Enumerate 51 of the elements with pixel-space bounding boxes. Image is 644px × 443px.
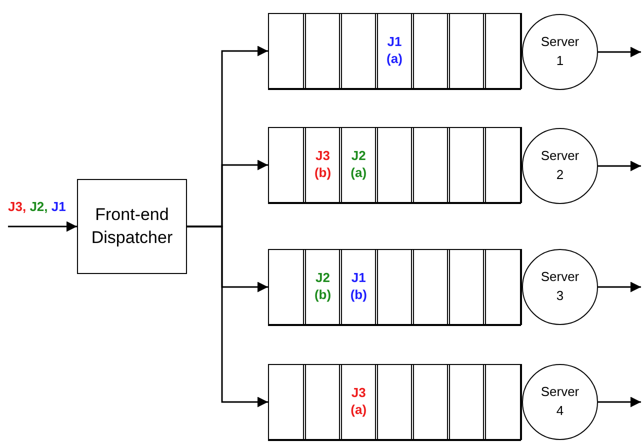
empty-queue-slot <box>268 364 306 440</box>
queue-box <box>268 13 522 89</box>
queue-slot <box>303 126 342 204</box>
empty-queue-slot <box>446 364 486 440</box>
queue-slot <box>339 248 378 326</box>
server-label: Server 3 <box>540 268 580 305</box>
empty-queue-slot <box>410 248 450 326</box>
empty-queue-slot <box>446 12 486 90</box>
queue-box <box>268 364 522 440</box>
empty-queue-slot <box>446 248 486 326</box>
queue-slot <box>303 248 342 326</box>
empty-queue-slot <box>375 248 414 326</box>
empty-queue-slot <box>375 126 414 204</box>
arrow <box>8 221 77 232</box>
process-box <box>77 179 187 274</box>
empty-queue-slot <box>303 364 342 440</box>
server-label: Server 1 <box>540 33 580 70</box>
arrow <box>598 282 641 292</box>
server-label: Server 4 <box>540 383 580 420</box>
empty-queue-slot <box>410 126 450 204</box>
edge-label: J3, J2, J1 <box>8 199 66 214</box>
job-label: J3 (b) <box>314 148 332 182</box>
queue-slot <box>339 364 378 440</box>
arrow <box>598 160 641 172</box>
empty-queue-slot <box>339 12 378 90</box>
empty-queue-slot <box>410 12 450 90</box>
empty-queue-slot <box>482 364 522 440</box>
job-label: J1 (a) <box>386 34 402 68</box>
empty-queue-slot <box>303 12 342 90</box>
job-label: J1 (b) <box>350 270 367 304</box>
server-label: Server 2 <box>540 147 580 184</box>
empty-queue-slot <box>482 248 522 326</box>
process-label: Front-end Dispatcher <box>90 204 174 248</box>
empty-queue-slot <box>268 12 306 90</box>
arrow <box>598 396 641 408</box>
empty-queue-slot <box>268 248 306 326</box>
empty-queue-slot <box>482 126 522 204</box>
arrow <box>598 46 641 58</box>
empty-queue-slot <box>482 12 522 90</box>
queue-box <box>268 249 522 325</box>
job-label: J2 (b) <box>314 270 332 304</box>
job-label: J2 (a) <box>350 148 367 182</box>
job-label: J3 (a) <box>350 385 367 419</box>
empty-queue-slot <box>375 364 414 440</box>
empty-queue-slot <box>410 364 450 440</box>
arrow <box>187 226 268 408</box>
empty-queue-slot <box>446 126 486 204</box>
queue-box <box>268 127 522 203</box>
empty-queue-slot <box>268 126 306 204</box>
queue-slot <box>375 12 414 90</box>
queue-slot <box>339 126 378 204</box>
